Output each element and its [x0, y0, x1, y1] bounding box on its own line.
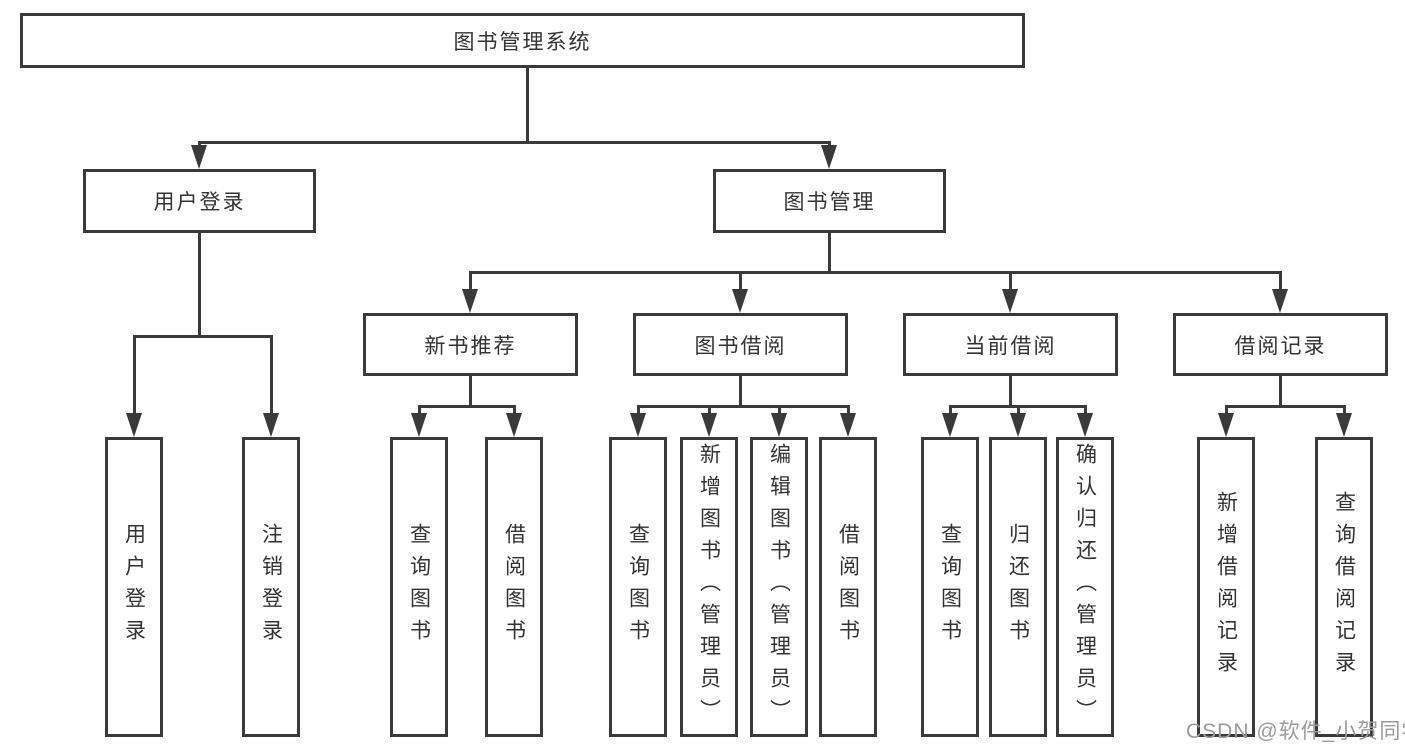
- connector-vline: [468, 376, 472, 405]
- node-label: 新书推荐: [424, 334, 517, 358]
- connector-vline: [1008, 376, 1012, 405]
- leaf-edit-book-admin: 编辑图书（管理员）: [750, 437, 808, 737]
- node-label: 用户登录: [122, 523, 146, 651]
- node-user-login: 用户登录: [83, 169, 316, 233]
- node-label: 图书借阅: [694, 334, 787, 358]
- arrowhead-down-icon: [1218, 413, 1234, 437]
- node-label: 借阅记录: [1234, 334, 1327, 358]
- connector-vline: [827, 233, 831, 271]
- node-new-book-recommend: 新书推荐: [363, 313, 578, 376]
- arrowhead-down-icon: [1010, 413, 1026, 437]
- connector-vline: [738, 376, 742, 405]
- arrowhead-down-icon: [411, 413, 427, 437]
- node-label: 借阅图书: [836, 523, 860, 651]
- node-label: 新增借阅记录: [1214, 491, 1238, 683]
- arrowhead-down-icon: [263, 413, 279, 437]
- node-label: 用户登录: [153, 191, 246, 214]
- connector-vline: [1016, 405, 1020, 415]
- node-borrowing-records: 借阅记录: [1173, 313, 1388, 376]
- leaf-borrow-books-borrowing: 借阅图书: [819, 437, 877, 737]
- node-label: 当前借阅: [964, 334, 1057, 358]
- node-label: 新增图书（管理员）: [697, 443, 721, 731]
- connector-vline: [1278, 376, 1282, 405]
- arrowhead-down-icon: [1272, 289, 1288, 313]
- connector-vline: [1008, 271, 1012, 291]
- leaf-logout: 注销登录: [242, 437, 300, 737]
- leaf-confirm-return-admin: 确认归还（管理员）: [1056, 437, 1114, 737]
- node-label: 图书管理: [783, 191, 876, 214]
- arrowhead-down-icon: [126, 413, 142, 437]
- connector-vline: [707, 405, 711, 415]
- connector-vline: [846, 405, 850, 415]
- node-label: 注销登录: [259, 523, 283, 651]
- node-library-management-system: 图书管理系统: [20, 13, 1025, 68]
- connector-vline: [777, 405, 781, 415]
- arrowhead-down-icon: [1077, 413, 1093, 437]
- node-label: 图书管理系统: [453, 30, 592, 54]
- connector-hline: [417, 405, 516, 408]
- connector-vline: [132, 335, 136, 415]
- node-book-management: 图书管理: [713, 169, 946, 233]
- connector-vline: [512, 405, 516, 415]
- node-label: 查询图书: [626, 523, 650, 651]
- leaf-query-books-recommend: 查询图书: [390, 437, 448, 737]
- node-label: 编辑图书（管理员）: [767, 443, 791, 731]
- node-label: 查询借阅记录: [1332, 491, 1356, 683]
- arrowhead-down-icon: [462, 289, 478, 313]
- leaf-query-books-borrowing: 查询图书: [609, 437, 667, 737]
- arrowhead-down-icon: [942, 413, 958, 437]
- connector-hline: [132, 335, 273, 338]
- connector-hline: [197, 141, 831, 144]
- connector-vline: [738, 271, 742, 291]
- arrowhead-down-icon: [1002, 289, 1018, 313]
- arrowhead-down-icon: [191, 145, 207, 169]
- connector-hline: [1224, 405, 1346, 408]
- connector-vline: [525, 68, 529, 141]
- arrowhead-down-icon: [506, 413, 522, 437]
- watermark: CSDN @软件_小贺同学: [1186, 720, 1405, 743]
- connector-vline: [1278, 271, 1282, 291]
- connector-hline: [468, 271, 1282, 274]
- leaf-add-book-admin: 新增图书（管理员）: [680, 437, 738, 737]
- leaf-return-book: 归还图书: [989, 437, 1047, 737]
- connector-vline: [1224, 405, 1228, 415]
- connector-vline: [417, 405, 421, 415]
- node-label: 归还图书: [1006, 523, 1030, 651]
- arrowhead-down-icon: [732, 289, 748, 313]
- node-label: 确认归还（管理员）: [1073, 443, 1097, 731]
- connector-vline: [948, 405, 952, 415]
- connector-hline: [636, 405, 850, 408]
- leaf-borrow-books-recommend: 借阅图书: [485, 437, 543, 737]
- leaf-user-login: 用户登录: [105, 437, 163, 737]
- connector-vline: [197, 233, 201, 335]
- node-label: 查询图书: [407, 523, 431, 651]
- node-label: 借阅图书: [502, 523, 526, 651]
- leaf-query-borrow-record: 查询借阅记录: [1315, 437, 1373, 737]
- leaf-add-borrow-record: 新增借阅记录: [1197, 437, 1255, 737]
- connector-vline: [1083, 405, 1087, 415]
- node-book-borrowing: 图书借阅: [633, 313, 848, 376]
- arrowhead-down-icon: [821, 145, 837, 169]
- connector-vline: [636, 405, 640, 415]
- arrowhead-down-icon: [701, 413, 717, 437]
- connector-vline: [1342, 405, 1346, 415]
- connector-vline: [269, 335, 273, 415]
- connector-vline: [468, 271, 472, 291]
- node-current-borrowing: 当前借阅: [903, 313, 1118, 376]
- arrowhead-down-icon: [771, 413, 787, 437]
- arrowhead-down-icon: [840, 413, 856, 437]
- arrowhead-down-icon: [630, 413, 646, 437]
- arrowhead-down-icon: [1336, 413, 1352, 437]
- leaf-query-books-current: 查询图书: [921, 437, 979, 737]
- node-label: 查询图书: [938, 523, 962, 651]
